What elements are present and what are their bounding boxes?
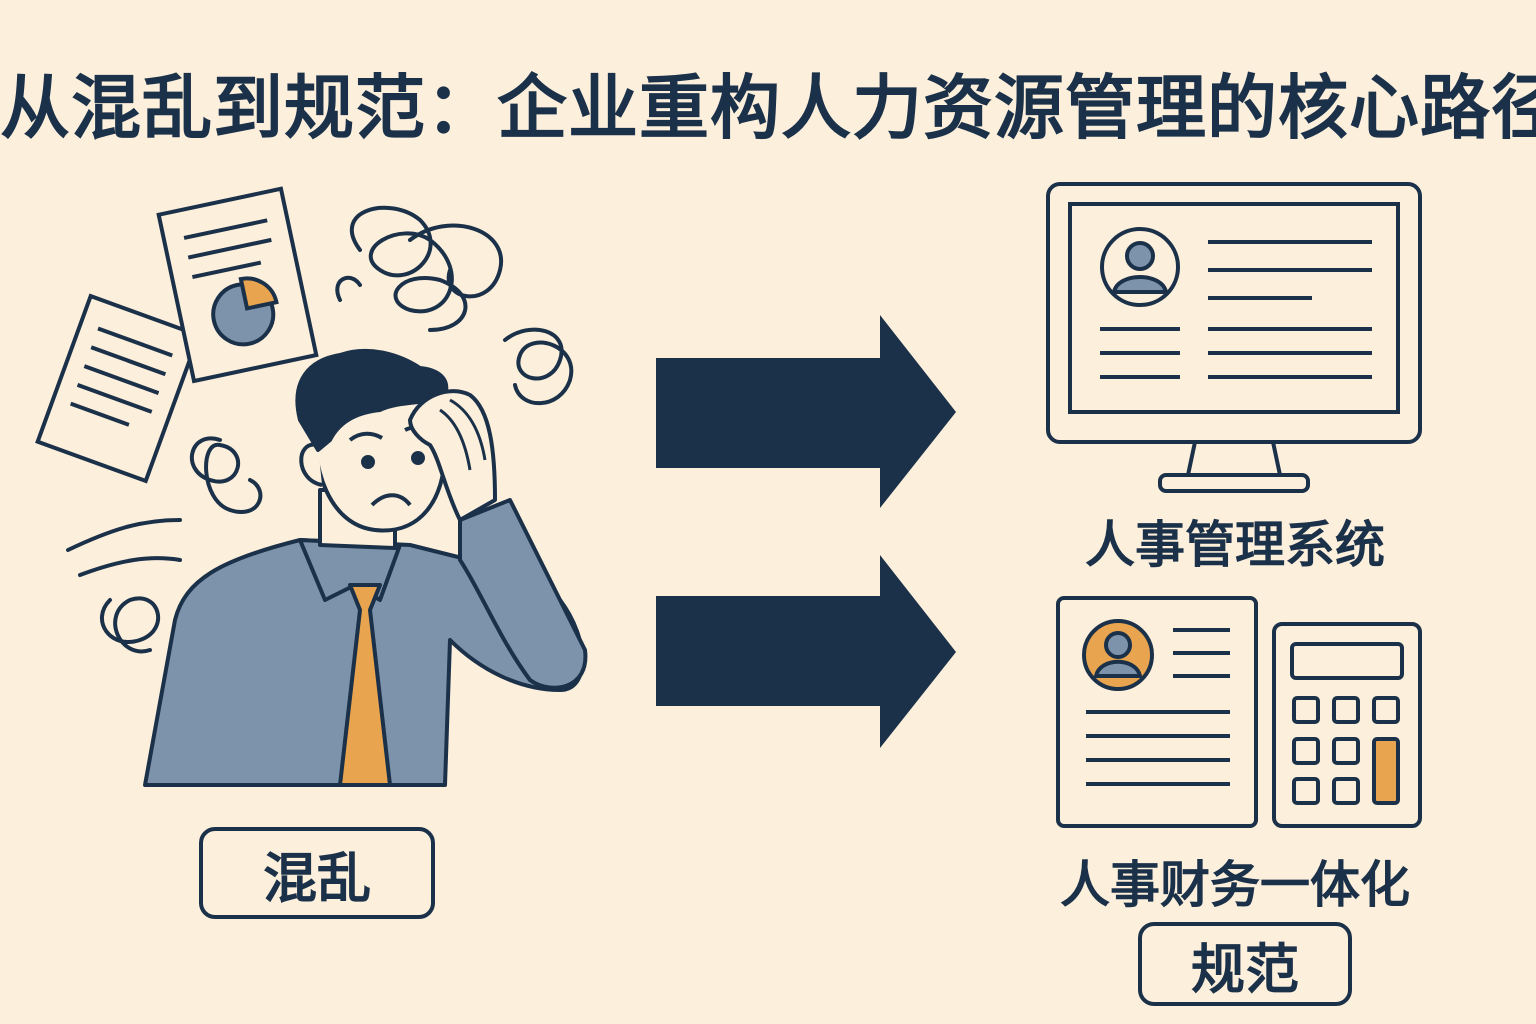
pie-chart-document-icon — [156, 186, 319, 384]
hr-finance-integration-label: 人事财务一体化 — [1060, 856, 1410, 914]
stressed-man-icon — [143, 348, 588, 787]
page-title: 从混乱到规范：企业重构人力资源管理的核心路径 — [0, 67, 1536, 149]
calculator-icon — [1272, 622, 1422, 828]
resume-icon — [1056, 596, 1258, 828]
arrow-right-icon — [656, 315, 956, 508]
document-icon — [35, 293, 202, 484]
hr-system-label: 人事管理系统 — [1085, 516, 1385, 574]
chaos-badge: 混乱 — [199, 827, 435, 919]
chaos-scribbles-icon — [66, 205, 574, 654]
standardized-badge: 规范 — [1138, 922, 1352, 1006]
monitor-profile-icon — [1046, 182, 1422, 493]
arrow-right-icon — [656, 555, 956, 748]
